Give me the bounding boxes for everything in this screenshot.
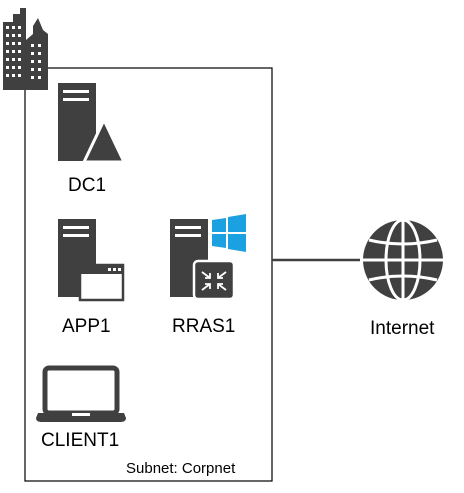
- laptop-icon: [36, 365, 126, 422]
- server-domain-controller-icon: [58, 83, 126, 164]
- node-label-app1: APP1: [62, 316, 111, 337]
- node-label-dc1: DC1: [68, 175, 107, 196]
- node-label-rras1: RRAS1: [172, 316, 236, 337]
- server-application-icon: [58, 219, 125, 302]
- server-router-windows-icon: [170, 214, 246, 301]
- node-label-client1: CLIENT1: [41, 430, 120, 451]
- globe-icon: [363, 218, 443, 302]
- node-label-internet: Internet: [370, 318, 435, 339]
- subnet-boundary: [24, 67, 273, 482]
- building-icon: [3, 8, 48, 90]
- subnet-label: Subnet: Corpnet: [126, 460, 236, 477]
- windows-logo-icon: [212, 214, 246, 252]
